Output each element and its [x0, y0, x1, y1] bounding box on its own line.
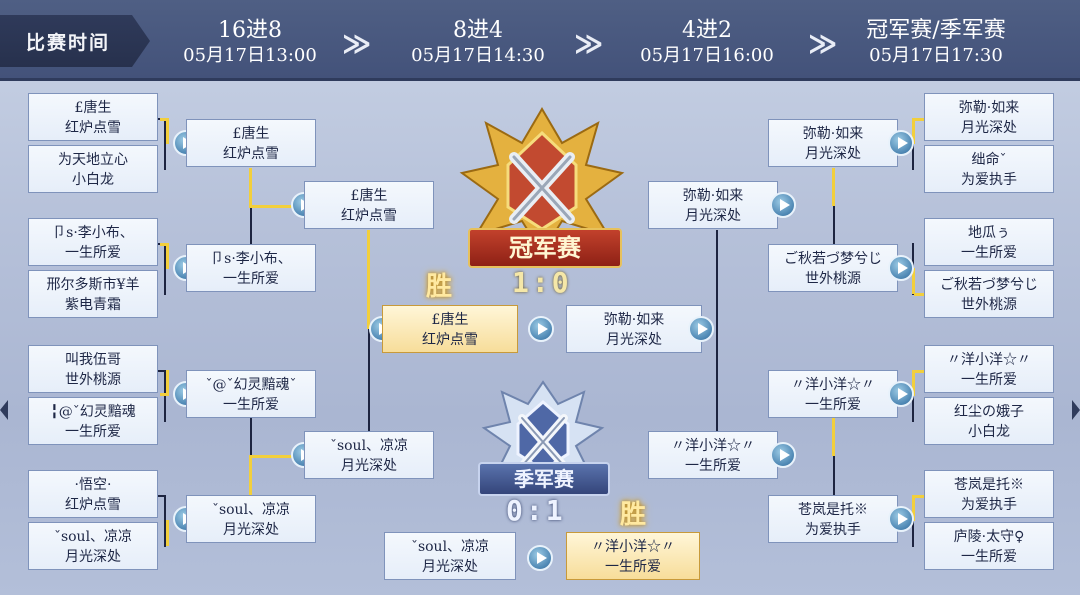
player-card[interactable]: 红尘の娥子小白龙	[924, 397, 1054, 445]
player-card[interactable]: 苍岚是托※为爱执手	[924, 470, 1054, 518]
player-card[interactable]: 苍岚是托※为爱执手	[768, 495, 898, 543]
player-card[interactable]: ˇsoul、凉凉月光深处	[28, 522, 158, 570]
final-winner-card[interactable]: £唐生红炉点雪	[382, 305, 518, 353]
replay-play-button[interactable]	[770, 442, 796, 468]
player-card[interactable]: 〃洋小洋☆〃一生所爱	[648, 431, 778, 479]
player-card[interactable]: £唐生红炉点雪	[28, 93, 158, 141]
replay-play-button[interactable]	[527, 545, 553, 571]
player-card[interactable]: 邢尔多斯市¥羊紫电青霜	[28, 270, 158, 318]
replay-play-button[interactable]	[888, 130, 914, 156]
player-card[interactable]: 〃洋小洋☆〃一生所爱	[768, 370, 898, 418]
champion-match-title: 冠军赛	[468, 228, 622, 268]
third-place-emblem-icon	[481, 380, 605, 488]
third-place-match-score: 0:1	[506, 494, 566, 527]
replay-play-button[interactable]	[770, 192, 796, 218]
player-card[interactable]: 〃洋小洋☆〃一生所爱	[924, 345, 1054, 393]
player-card[interactable]: 卩s·李小布、一生所爱	[28, 218, 158, 266]
round-8-to-4: 8进4 05月17日14:30	[378, 18, 578, 68]
round-name: 8进4	[453, 18, 503, 43]
final-runnerup-card[interactable]: 弥勒·如来月光深处	[566, 305, 702, 353]
player-card[interactable]: 地瓜ぅ一生所爱	[924, 218, 1054, 266]
round-4-to-2: 4进2 05月17日16:00	[607, 18, 807, 68]
replay-play-button[interactable]	[688, 316, 714, 342]
third-place-win-tag: 胜	[620, 500, 647, 530]
round-time: 05月17日17:30	[869, 45, 1003, 66]
round-final: 冠军赛/季军赛 05月17日17:30	[836, 18, 1036, 68]
player-card[interactable]: ·悟空·红炉点雪	[28, 470, 158, 518]
player-card[interactable]: 为天地立心小白龙	[28, 145, 158, 193]
player-card[interactable]: ご秋若づ梦兮じ世外桃源	[924, 270, 1054, 318]
round-time: 05月17日14:30	[411, 45, 545, 66]
player-card[interactable]: £唐生红炉点雪	[186, 119, 316, 167]
third-place-match-title: 季军赛	[478, 462, 610, 496]
replay-play-button[interactable]	[528, 316, 554, 342]
player-card[interactable]: 卩s·李小布、一生所爱	[186, 244, 316, 292]
double-chevron-icon: ≫	[574, 27, 604, 60]
replay-play-button[interactable]	[888, 381, 914, 407]
replay-play-button[interactable]	[888, 506, 914, 532]
player-card[interactable]: 庐陵·太守♀一生所爱	[924, 522, 1054, 570]
player-card[interactable]: 弥勒·如来月光深处	[768, 119, 898, 167]
round-time: 05月17日16:00	[640, 45, 774, 66]
player-card[interactable]: 弥勒·如来月光深处	[924, 93, 1054, 141]
player-card[interactable]: 弥勒·如来月光深处	[648, 181, 778, 229]
player-card[interactable]: ご秋若づ梦兮じ世外桃源	[768, 244, 898, 292]
left-edge-marker-icon	[0, 400, 8, 420]
final-win-tag: 胜	[426, 272, 453, 302]
player-card[interactable]: ˇsoul、凉凉月光深处	[304, 431, 434, 479]
double-chevron-icon: ≫	[808, 27, 838, 60]
match-time-label: 比赛时间	[0, 15, 150, 67]
round-name: 冠军赛/季军赛	[866, 18, 1006, 43]
round-16-to-8: 16进8 05月17日13:00	[150, 18, 350, 68]
replay-play-button[interactable]	[888, 255, 914, 281]
player-card[interactable]: ╏@ˇ幻灵黯魂一生所爱	[28, 397, 158, 445]
round-time: 05月17日13:00	[183, 45, 317, 66]
player-card[interactable]: ˇsoul、凉凉月光深处	[186, 495, 316, 543]
round-name: 4进2	[682, 18, 732, 43]
player-card[interactable]: 叫我伍哥世外桃源	[28, 345, 158, 393]
third-place-loser-card[interactable]: ˇsoul、凉凉月光深处	[384, 532, 516, 580]
third-place-winner-card[interactable]: 〃洋小洋☆〃一生所爱	[566, 532, 700, 580]
double-chevron-icon: ≫	[342, 27, 372, 60]
right-edge-marker-icon	[1072, 400, 1080, 420]
round-name: 16进8	[218, 18, 282, 43]
champion-emblem-icon	[459, 107, 625, 255]
player-card[interactable]: £唐生红炉点雪	[304, 181, 434, 229]
schedule-header: 比赛时间 16进8 05月17日13:00 ≫ 8进4 05月17日14:30 …	[0, 0, 1080, 81]
champion-match-score: 1:0	[512, 266, 572, 299]
